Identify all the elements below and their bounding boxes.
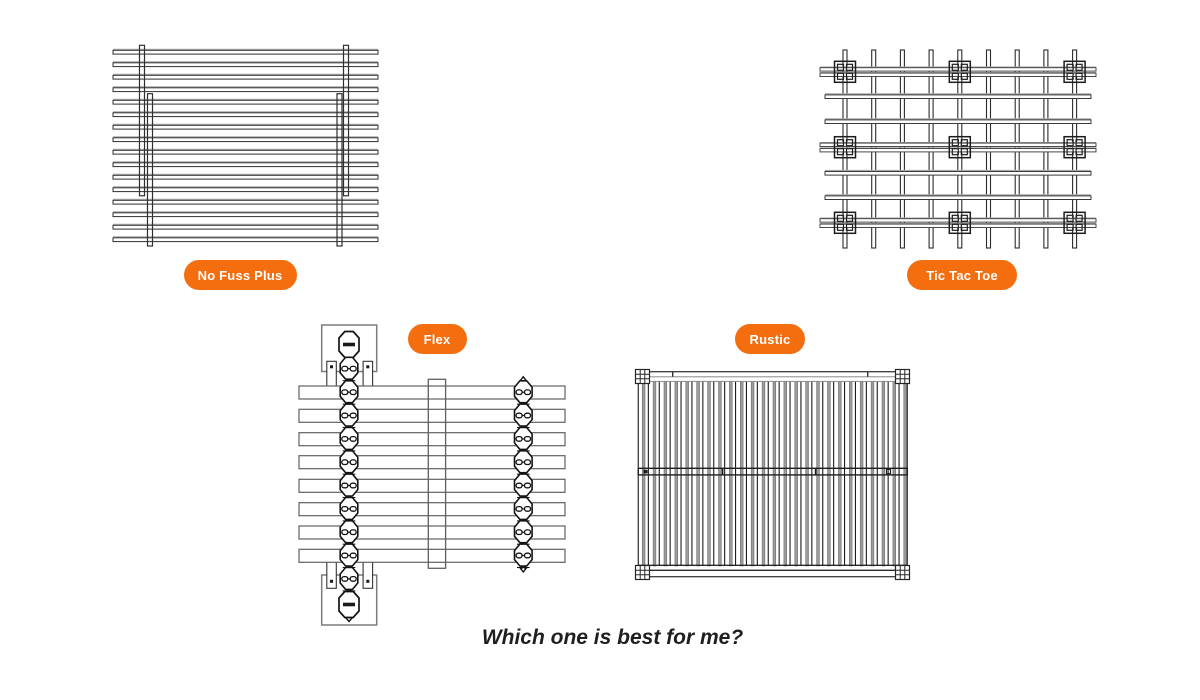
flex-right-chain: [513, 375, 533, 574]
rustic-drawing: [634, 368, 911, 581]
rustic-pickets: [641, 381, 907, 567]
rustic-middle-rail: [637, 467, 909, 476]
rustic-top-rail: [637, 371, 908, 382]
question-caption: Which one is best for me?: [481, 626, 744, 649]
rustic-badge[interactable]: Rustic: [735, 324, 805, 354]
flex-drawing: [298, 324, 566, 626]
no-fuss-plus-drawing: [112, 44, 379, 247]
flex-center-post: [427, 378, 447, 569]
tic-tac-toe-badge[interactable]: Tic Tac Toe: [907, 260, 1017, 290]
no-fuss-plus-badge[interactable]: No Fuss Plus: [183, 260, 297, 290]
tic-tac-toe-drawing: [819, 49, 1097, 249]
flex-left-chain: [338, 330, 360, 623]
flex-badge[interactable]: Flex: [407, 324, 467, 354]
no-fuss-posts: [138, 44, 350, 247]
